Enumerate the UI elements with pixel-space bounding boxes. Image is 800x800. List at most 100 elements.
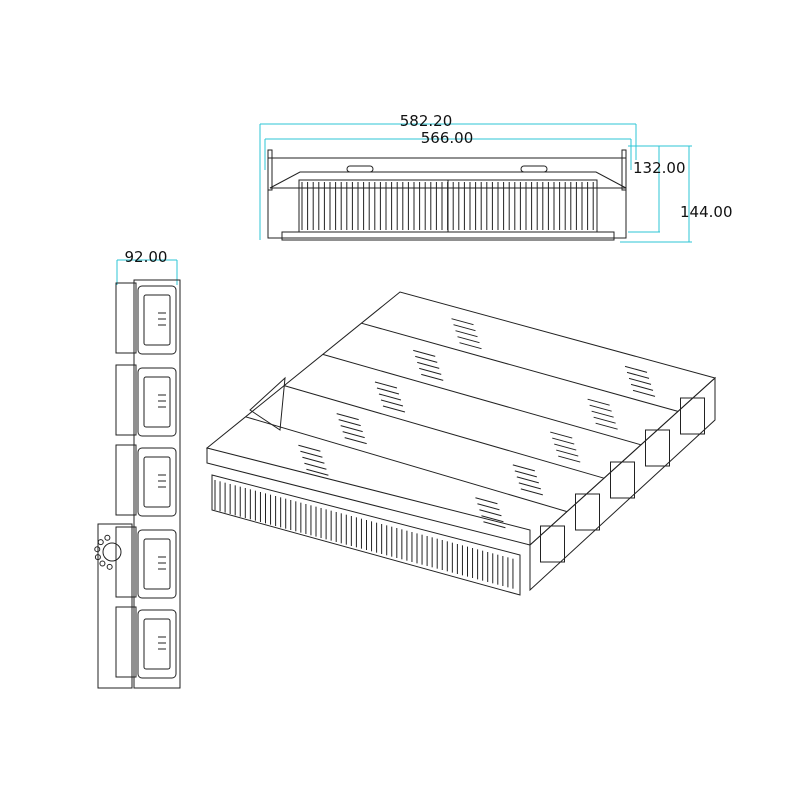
side-module-panel (143, 618, 171, 670)
front-handle (346, 165, 374, 173)
side-module-driver (137, 529, 177, 599)
side-module-driver (137, 609, 177, 679)
iso-driver-module (645, 429, 670, 467)
side-view (94, 279, 181, 689)
side-module-back (115, 606, 137, 678)
iso-vent-slot (300, 450, 323, 458)
side-bracket (97, 523, 133, 689)
iso-vent-slot (374, 381, 398, 389)
iso-panel-divider (361, 322, 679, 412)
iso-vent-slot (552, 437, 575, 445)
iso-fin-block (211, 474, 521, 596)
iso-vent-slot (550, 431, 573, 439)
iso-vent-slot (340, 425, 363, 433)
iso-vent-slot (520, 488, 543, 496)
dim-label-inner-height: 132.00 (633, 159, 686, 177)
side-module-panel (143, 538, 171, 590)
iso-driver-module (680, 397, 705, 435)
iso-side-face (529, 376, 716, 592)
iso-vent-slot (302, 456, 325, 464)
iso-vent-slot (455, 330, 478, 338)
iso-vent-slot (630, 383, 654, 391)
iso-vent-slot (593, 416, 616, 424)
iso-driver-module (540, 525, 565, 563)
iso-vent-slot (512, 464, 535, 472)
iso-vent-slot (419, 367, 442, 375)
bracket-adjust-hole (94, 546, 101, 553)
iso-vent-slot (417, 361, 440, 369)
iso-vent-slot (336, 413, 359, 421)
front-bracket-left (267, 149, 273, 191)
iso-vent-slot (516, 476, 539, 484)
iso-driver-module (575, 493, 600, 531)
dim-label-side-depth: 92.00 (125, 248, 168, 266)
iso-vent-slot (453, 324, 476, 332)
iso-vent-slot (591, 410, 614, 418)
iso-vent-slot (481, 515, 504, 523)
iso-vent-slot (421, 373, 444, 381)
iso-vent-slot (457, 336, 480, 344)
side-module-panel (143, 294, 171, 346)
iso-vent-slot (306, 468, 329, 476)
front-top-cover (269, 171, 627, 189)
iso-vent-slot (589, 404, 612, 412)
front-handle (520, 165, 548, 173)
iso-vent-slot (624, 365, 648, 373)
side-module-driver (137, 447, 177, 517)
iso-vent-slot (554, 443, 577, 451)
iso-vent-slot (451, 318, 474, 326)
iso-vent-slot (587, 398, 610, 406)
front-bracket-right (621, 149, 627, 191)
side-module-driver (137, 285, 177, 355)
iso-vent-slot (514, 470, 537, 478)
side-body (133, 279, 181, 689)
iso-vent-slot (298, 444, 321, 452)
iso-vent-slot (483, 521, 506, 529)
iso-vent-slot (338, 419, 361, 427)
iso-vent-slot (378, 393, 402, 401)
dimension-lines (116, 123, 692, 285)
iso-vent-slot (626, 371, 650, 379)
side-module-back (115, 364, 137, 436)
iso-vent-slot (558, 455, 581, 463)
iso-vent-slot (477, 503, 500, 511)
bracket-adjust-hole (99, 560, 106, 567)
iso-vent-slot (382, 405, 406, 413)
iso-vent-slot (342, 431, 365, 439)
side-module-panel (143, 456, 171, 508)
iso-vent-slot (556, 449, 579, 457)
iso-vent-slot (518, 482, 541, 490)
iso-vent-slot (459, 342, 482, 350)
side-module-back (115, 282, 137, 354)
bracket-adjust-hole (104, 534, 111, 541)
iso-vent-slot (413, 349, 436, 357)
bracket-pivot (102, 542, 122, 562)
side-module-back (115, 444, 137, 516)
iso-mount-bracket (249, 376, 286, 431)
iso-vent-slot (479, 509, 502, 517)
bracket-adjust-hole (97, 539, 104, 546)
iso-panel-divider (245, 416, 568, 513)
iso-vent-slot (475, 497, 498, 505)
side-module-panel (143, 376, 171, 428)
front-view (267, 149, 627, 241)
iso-vent-slot (376, 387, 400, 395)
iso-vent-slot (415, 355, 438, 363)
front-base (281, 231, 615, 241)
dim-label-inner-width: 566.00 (421, 129, 474, 147)
side-module-back (115, 526, 137, 598)
iso-vent-slot (632, 389, 656, 397)
iso-top-outline (205, 291, 717, 546)
iso-panel-divider (284, 385, 605, 479)
isometric-view (205, 291, 717, 596)
dim-label-overall-width: 582.20 (400, 112, 453, 130)
iso-panel-divider (322, 353, 642, 446)
iso-driver-module (610, 461, 635, 499)
bracket-adjust-hole (106, 563, 113, 570)
iso-vent-slot (304, 462, 327, 470)
iso-vent-slot (628, 377, 652, 385)
iso-vent-slot (380, 399, 404, 407)
iso-vent-slot (344, 437, 367, 445)
